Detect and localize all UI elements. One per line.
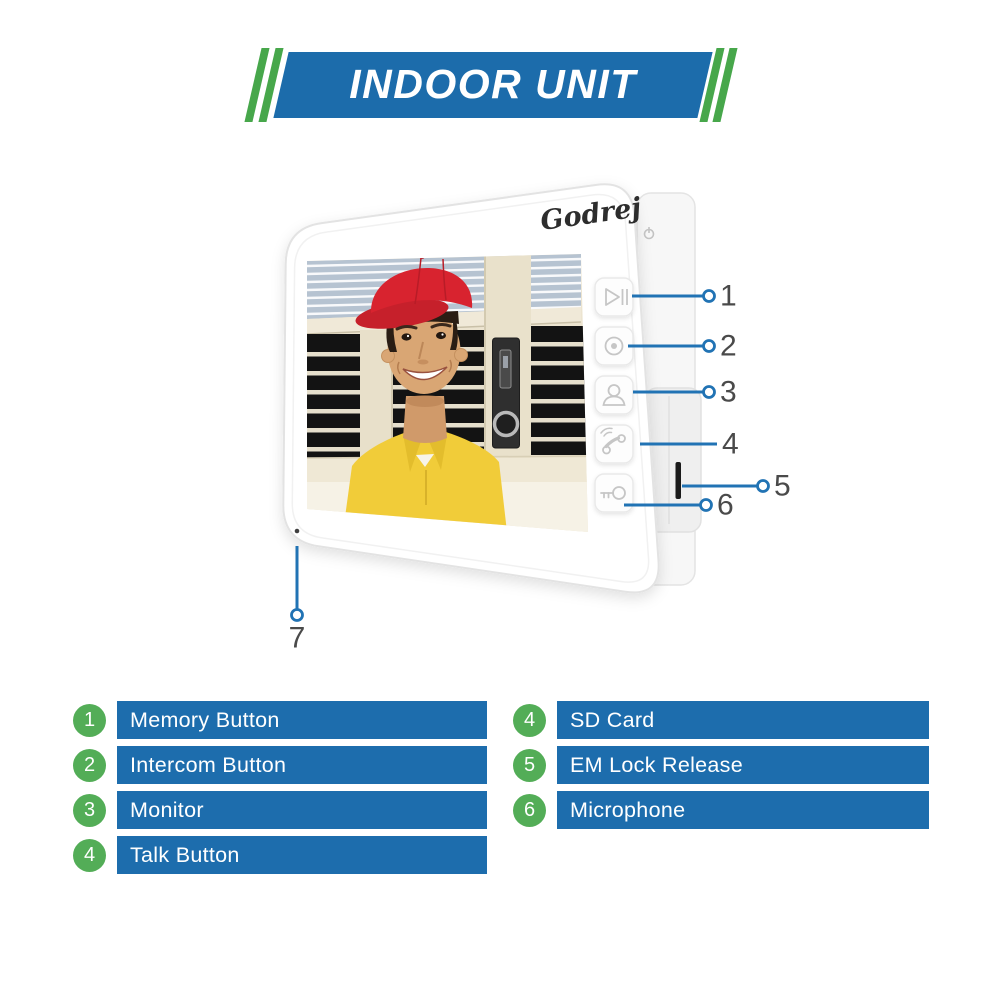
microphone-hole: [294, 528, 300, 534]
device-bezel-line: [291, 193, 650, 583]
door-station: [492, 337, 520, 449]
play-pause-icon: [605, 288, 628, 306]
callout-7-number: 7: [289, 622, 306, 655]
legend-item-monitor: 3 Monitor: [73, 791, 487, 829]
legend-badge: 5: [513, 748, 546, 782]
callout-7-marker: [290, 608, 304, 622]
legend-label: Monitor: [117, 791, 487, 829]
legend-label: Intercom Button: [117, 746, 487, 784]
legend-item-intercom-button: 2 Intercom Button: [73, 746, 487, 784]
legend-badge: 6: [513, 793, 546, 827]
visitor: [343, 254, 507, 532]
legend-badge: 1: [73, 703, 106, 737]
callout-3: 3: [633, 376, 737, 409]
legend-item-microphone: 6 Microphone: [513, 791, 929, 829]
callout-1-number: 1: [720, 280, 737, 313]
legend-badge: 2: [73, 748, 106, 782]
legend-item-memory-button: 1 Memory Button: [73, 701, 487, 739]
legend-badge: 4: [513, 703, 546, 737]
callout-2: 2: [628, 330, 737, 363]
legend-item-em-lock-release: 5 EM Lock Release: [513, 746, 929, 784]
callout-1-marker: [702, 289, 716, 303]
legend-left-column: 1 Memory Button 2 Intercom Button 3 Moni…: [73, 701, 487, 881]
talk-button: [594, 424, 634, 464]
callout-1: 1: [632, 280, 737, 313]
callout-6-marker: [699, 498, 713, 512]
callout-4-number: 4: [722, 428, 739, 461]
em-lock-button: [594, 473, 634, 513]
legend-item-sd-card: 4 SD Card: [513, 701, 929, 739]
legend-badge: 3: [73, 793, 106, 827]
legend-label: EM Lock Release: [557, 746, 929, 784]
red-cap: [370, 267, 473, 313]
callout-6-number: 6: [717, 489, 734, 522]
handset-icon: [600, 427, 626, 455]
key-icon: [600, 486, 626, 500]
callout-2-number: 2: [720, 330, 737, 363]
callout-6: 6: [624, 489, 734, 522]
person-icon: [602, 384, 626, 406]
side-button-column: [594, 277, 634, 513]
legend-badge: 4: [73, 838, 106, 872]
visitor-neck: [403, 396, 447, 443]
callout-4: 4: [640, 428, 739, 461]
legend-label: Microphone: [557, 791, 929, 829]
callout-5: 5: [682, 470, 791, 503]
screen-photo: [307, 254, 588, 532]
power-icon: [643, 227, 655, 240]
callout-5-number: 5: [774, 470, 791, 503]
monitor-button: [594, 375, 634, 415]
record-icon: [604, 336, 624, 356]
intercom-button: [594, 326, 634, 366]
legend-right-column: 4 SD Card 5 EM Lock Release 6 Microphone: [513, 701, 929, 836]
callout-3-marker: [702, 385, 716, 399]
memory-button: [594, 277, 634, 317]
page-title: INDOOR UNIT: [349, 61, 637, 107]
legend-label: Memory Button: [117, 701, 487, 739]
legend-label: SD Card: [557, 701, 929, 739]
callout-2-marker: [702, 339, 716, 353]
callout-5-marker: [756, 479, 770, 493]
callout-7: 7: [289, 546, 306, 655]
legend-label: Talk Button: [117, 836, 487, 874]
callout-3-number: 3: [720, 376, 737, 409]
legend-item-talk-button: 4 Talk Button: [73, 836, 487, 874]
sd-card-slot: [675, 462, 681, 499]
